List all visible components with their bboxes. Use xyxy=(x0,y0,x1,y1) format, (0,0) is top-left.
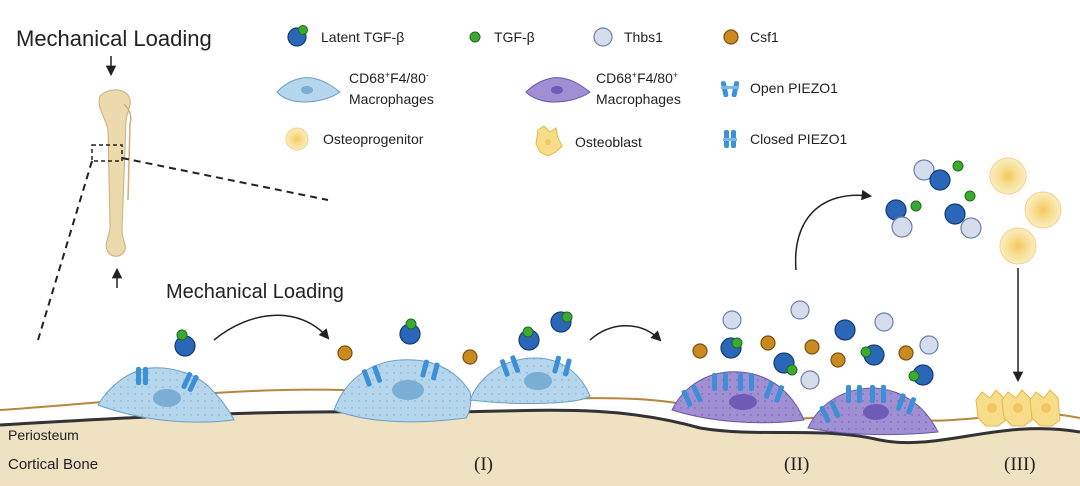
legend-macro-neg-sup1: + xyxy=(385,70,390,80)
latent-tgfb-0 xyxy=(174,329,196,357)
csf1-1 xyxy=(337,345,353,361)
legend-thbs1-icon xyxy=(593,27,613,47)
legend-macro-pos-sup2: + xyxy=(673,70,678,80)
arrow-release xyxy=(794,189,873,271)
thbs1-6 xyxy=(913,159,935,181)
latent-tgfb-8 xyxy=(908,364,934,386)
legend-osteoblast-icon xyxy=(535,125,563,157)
latent-tgfb-2 xyxy=(518,326,540,351)
macrophage-neg-2 xyxy=(333,359,472,423)
legend-macro-pos-icon xyxy=(525,77,591,103)
legend-open-piezo1-label: Open PIEZO1 xyxy=(750,80,838,96)
legend-macro-neg-f480: F4/80 xyxy=(390,70,426,86)
legend-macro-neg-line2: Macrophages xyxy=(349,91,434,107)
legend-closed-piezo1-label: Closed PIEZO1 xyxy=(750,131,847,147)
osteoblast-group xyxy=(975,389,1061,427)
macrophage-pos-1 xyxy=(671,371,805,424)
csf1-2 xyxy=(462,349,478,365)
zoom-line-bottom xyxy=(37,160,93,341)
legend-macro-pos-sup1: + xyxy=(632,70,637,80)
stage-label-1: (I) xyxy=(474,454,493,475)
legend-macro-pos-cd68: CD68 xyxy=(596,70,632,86)
tgfb-3 xyxy=(910,200,922,212)
thbs1-1 xyxy=(722,310,742,330)
legend-tgfb-label: TGF-β xyxy=(494,29,535,45)
legend: Latent TGF-β TGF-β Thbs1 Csf1 CD68+F4/80… xyxy=(276,25,847,157)
tgfb-2 xyxy=(964,190,976,202)
latent-tgfb-7 xyxy=(860,344,885,366)
stage-label-2: (II) xyxy=(784,454,809,475)
latent-tgfb-11 xyxy=(944,203,966,225)
tgfb-1 xyxy=(952,160,964,172)
csf1-7 xyxy=(898,345,914,361)
legend-osteoprogenitor-icon xyxy=(285,127,309,151)
cortical-bone-layer xyxy=(0,410,1080,486)
legend-closed-piezo1-icon xyxy=(723,130,737,148)
mechanical-loading-label: Mechanical Loading xyxy=(166,281,344,303)
csf1-3 xyxy=(692,343,708,359)
thbs1-3 xyxy=(874,312,894,332)
latent-tgfb-3 xyxy=(550,311,573,333)
macrophage-neg-1 xyxy=(97,367,235,423)
latent-tgfb-5 xyxy=(773,352,798,376)
legend-csf1-icon xyxy=(723,29,739,45)
legend-thbs1-label: Thbs1 xyxy=(624,29,663,45)
tibia-bone-icon xyxy=(98,89,132,257)
stage-label-3: (III) xyxy=(1004,454,1036,475)
thbs1-8 xyxy=(960,217,982,239)
legend-macro-neg-sup2: - xyxy=(426,70,429,80)
legend-tgfb-icon xyxy=(469,31,481,43)
latent-tgfb-1 xyxy=(399,318,421,345)
arrow-stage-2 xyxy=(589,325,662,342)
thbs1-4 xyxy=(800,370,820,390)
latent-tgfb-4 xyxy=(720,337,743,359)
osteoprogenitor-2 xyxy=(1024,191,1062,229)
macrophage-pos-2 xyxy=(807,385,939,436)
legend-macro-neg-cd68: CD68 xyxy=(349,70,385,86)
cortical-bone-label: Cortical Bone xyxy=(8,456,98,473)
thbs1-7 xyxy=(891,216,913,238)
osteoprogenitor-1 xyxy=(989,157,1027,195)
csf1-4 xyxy=(760,335,776,351)
legend-macro-neg-icon xyxy=(276,77,341,103)
legend-csf1-label: Csf1 xyxy=(750,29,779,45)
latent-tgfb-6 xyxy=(834,319,856,341)
thbs1-2 xyxy=(790,300,810,320)
thbs1-5 xyxy=(919,335,939,355)
legend-latent-tgfb-icon xyxy=(287,25,308,47)
zoom-box xyxy=(91,144,123,162)
csf1-5 xyxy=(804,339,820,355)
legend-osteoprogenitor-label: Osteoprogenitor xyxy=(323,131,424,147)
svg-text:CD68+F4/80+: CD68+F4/80+ xyxy=(596,70,678,86)
legend-macro-pos-f480: F4/80 xyxy=(637,70,673,86)
title-mechanical-loading: Mechanical Loading xyxy=(16,26,212,51)
legend-macro-pos-line2: Macrophages xyxy=(596,91,681,107)
zoom-line-top xyxy=(121,157,329,201)
periosteum-label: Periosteum xyxy=(8,427,79,443)
arrow-stage-1 xyxy=(213,314,330,341)
periosteum-line xyxy=(0,388,1080,422)
legend-latent-tgfb-label: Latent TGF-β xyxy=(321,29,404,45)
latent-tgfb-9 xyxy=(929,169,951,191)
osteoprogenitor-3 xyxy=(999,227,1037,265)
svg-text:CD68+F4/80-: CD68+F4/80- xyxy=(349,70,429,86)
csf1-6 xyxy=(830,352,846,368)
legend-osteoblast-label: Osteoblast xyxy=(575,134,642,150)
macrophage-neg-3 xyxy=(469,355,591,404)
legend-open-piezo1-icon xyxy=(720,81,740,98)
